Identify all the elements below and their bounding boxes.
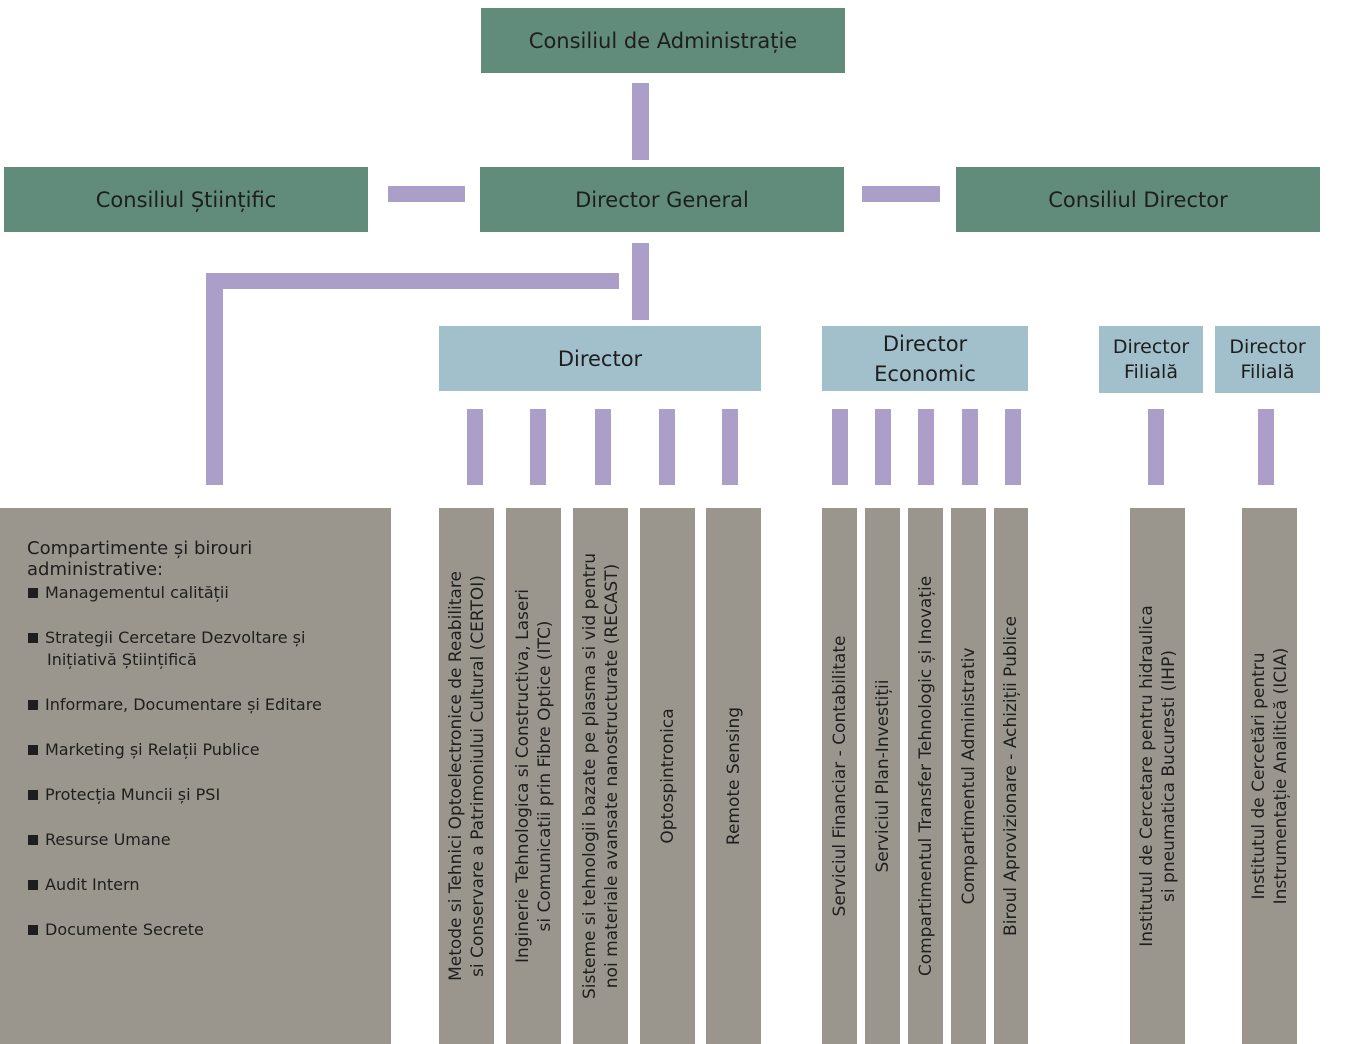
board-label: Consiliul de Administrație <box>528 28 798 53</box>
director-council-box: Consiliul Director <box>956 167 1320 232</box>
list-item: Audit Intern <box>28 874 322 896</box>
connector-general-down <box>632 243 649 320</box>
connector-admin-horizontal <box>206 273 619 289</box>
director-general-label: Director General <box>575 187 749 212</box>
connector-branch-1 <box>1148 409 1164 485</box>
list-item: Marketing și Relații Publice <box>28 739 322 761</box>
admin-list: Managementul calității Strategii Cerceta… <box>28 582 322 964</box>
research-unit-remote-sensing: Remote Sensing <box>706 508 761 1044</box>
research-unit-certoi: Metode si Tehnici Optoelectronice de Rea… <box>439 508 494 1044</box>
economic-director-line1: Director <box>882 331 968 356</box>
economic-unit-plan-investitii: Serviciul Plan-Investiții <box>865 508 900 1044</box>
square-bullet-icon <box>28 880 38 890</box>
director-label: Director <box>557 346 643 371</box>
branch-director-2-line1: Director <box>1229 335 1306 358</box>
square-bullet-icon <box>28 700 38 710</box>
scientific-council-box: Consiliul Științific <box>4 167 368 232</box>
connector-unit-3 <box>595 409 611 485</box>
square-bullet-icon <box>28 835 38 845</box>
branch-director-1-line2: Filială <box>1124 360 1178 383</box>
connector-econ-1 <box>832 409 848 485</box>
square-bullet-icon <box>28 633 38 643</box>
economic-unit-achizitii: Biroul Aprovizionare - Achiziții Publice <box>994 508 1028 1044</box>
economic-director-box: Director Economic <box>822 326 1028 391</box>
economic-director-line2: Economic <box>874 361 976 386</box>
list-item: Documente Secrete <box>28 919 322 941</box>
director-box: Director <box>439 326 761 391</box>
research-unit-itc: Inginerie Tehnologica si Constructiva, L… <box>506 508 561 1044</box>
economic-unit-financiar: Serviciul Financiar - Contabilitate <box>822 508 857 1044</box>
connector-unit-5 <box>722 409 738 485</box>
director-general-box: Director General <box>480 167 844 232</box>
economic-unit-transfer-tehnologic: Compartimentul Transfer Tehnologic și In… <box>908 508 943 1044</box>
list-item: Informare, Documentare și Editare <box>28 694 322 716</box>
admin-title: Compartimente și birouri administrative: <box>27 538 253 580</box>
connector-branch-2 <box>1258 409 1274 485</box>
connector-board-to-general <box>632 83 649 160</box>
connector-unit-1 <box>467 409 483 485</box>
square-bullet-icon <box>28 588 38 598</box>
connector-econ-3 <box>918 409 934 485</box>
connector-general-to-director-council <box>862 186 940 202</box>
connector-admin-vertical <box>206 273 223 485</box>
director-council-label: Consiliul Director <box>1048 187 1228 212</box>
square-bullet-icon <box>28 745 38 755</box>
branch-director-1-line1: Director <box>1112 335 1190 358</box>
list-item: Managementul calității <box>28 582 322 604</box>
research-unit-optospintronica: Optospintronica <box>640 508 695 1044</box>
branch-director-box-2: Director Filială <box>1215 326 1320 393</box>
square-bullet-icon <box>28 790 38 800</box>
branch-director-box-1: Director Filială <box>1099 326 1203 393</box>
scientific-council-label: Consiliul Științific <box>95 187 277 212</box>
list-item: Resurse Umane <box>28 829 322 851</box>
research-unit-recast: Sisteme si tehnologii bazate pe plasma s… <box>573 508 628 1044</box>
connector-econ-2 <box>875 409 891 485</box>
branch-director-2-line2: Filială <box>1240 360 1295 383</box>
connector-scientific-to-general <box>388 186 465 202</box>
list-item: Protecția Muncii și PSI <box>28 784 322 806</box>
connector-econ-4 <box>962 409 978 485</box>
admin-compartments-box: Compartimente și birouri administrative:… <box>0 508 391 1044</box>
board-box: Consiliul de Administrație <box>481 8 845 73</box>
connector-econ-5 <box>1005 409 1021 485</box>
connector-unit-2 <box>530 409 546 485</box>
square-bullet-icon <box>28 925 38 935</box>
economic-unit-administrativ: Compartimentul Administrativ <box>951 508 986 1044</box>
connector-unit-4 <box>659 409 675 485</box>
branch-unit-ihp: Institutul de Cercetare pentru hidraulic… <box>1130 508 1185 1044</box>
